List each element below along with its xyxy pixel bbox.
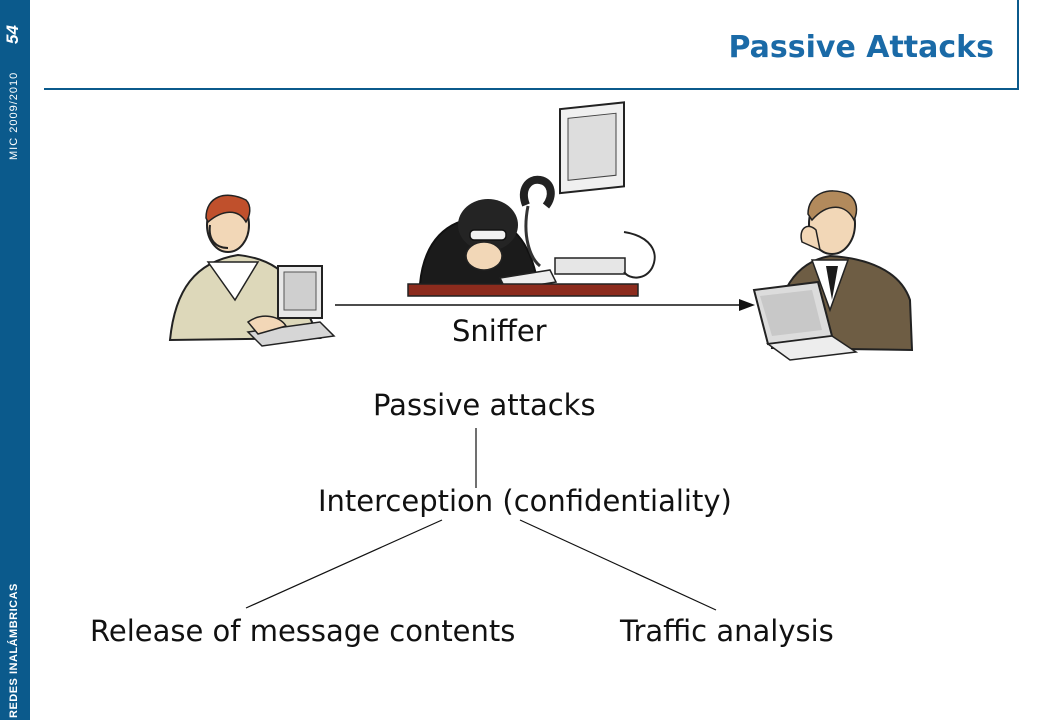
sniffer-arrow-head [739, 299, 755, 311]
connector-child-leaf-2 [519, 519, 717, 611]
sniffer-label: Sniffer [452, 314, 547, 348]
node-passive-attacks: Passive attacks [373, 388, 596, 422]
sniffer-person-icon [407, 101, 656, 297]
slide-title: Passive Attacks [728, 30, 994, 65]
receiver-person-icon [752, 190, 914, 361]
node-interception: Interception (confidentiality) [318, 484, 732, 518]
header-rule-vertical [1017, 0, 1019, 90]
node-release-of-message-contents: Release of message contents [90, 614, 516, 648]
node-traffic-analysis: Traffic analysis [620, 614, 834, 648]
header-rule [44, 88, 1018, 90]
slide-sidebar: 54 MIC 2009/2010 REDES INALÁMBRICAS [0, 0, 30, 720]
connector-child-leaf-1 [245, 519, 443, 609]
sender-person-icon [168, 194, 336, 347]
